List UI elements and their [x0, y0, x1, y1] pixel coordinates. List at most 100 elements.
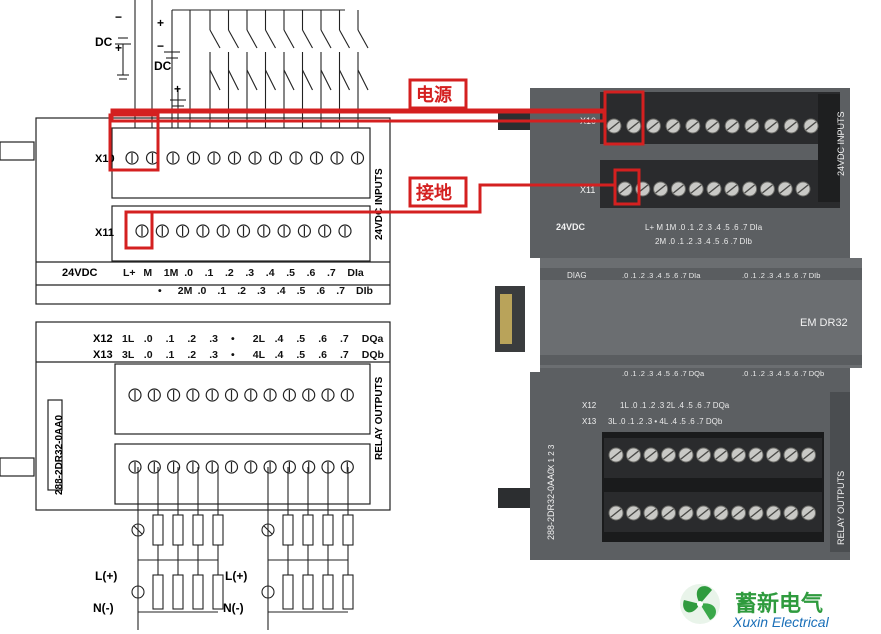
photo-screw-slot	[687, 121, 699, 131]
photo-outputs-label: RELAY OUTPUTS	[836, 471, 846, 545]
terminal-label: .4	[266, 267, 275, 279]
photo-screw-slot	[779, 184, 791, 194]
l-plus-label-1: L(+)	[95, 569, 117, 583]
terminal-label: .5	[286, 267, 295, 279]
n-minus-label-2: N(-)	[223, 601, 244, 615]
photo-screw-slot	[797, 184, 809, 194]
photo-screw-slot	[750, 508, 762, 518]
switch-contact	[209, 29, 221, 49]
load-resistor	[192, 514, 204, 546]
photo-screw-slot	[680, 450, 692, 460]
terminal-label: .2	[187, 333, 196, 345]
terminal-label: L+	[123, 267, 136, 279]
power-leader-band	[110, 108, 606, 123]
photo-x11-label: X11	[580, 185, 595, 195]
terminal-label: •	[231, 349, 235, 361]
power-label-box	[408, 78, 468, 110]
load-resistor	[302, 574, 314, 610]
photo-screw-slot	[663, 508, 674, 518]
switch-contact	[265, 29, 276, 49]
photo-screw-slot	[672, 184, 684, 194]
load-resistor	[212, 514, 224, 546]
switch-contact	[302, 69, 313, 91]
photo-screw-slot	[785, 508, 797, 518]
dc-source-label-top: DC	[95, 35, 113, 49]
photo-screw-slot	[715, 508, 727, 518]
terminal-label: .2	[237, 285, 246, 297]
ground-terminal-box-schematic	[124, 210, 154, 250]
svg-text:−: −	[115, 10, 122, 24]
switch-contact	[357, 29, 369, 49]
photo-inputs-label: 24VDC INPUTS	[836, 111, 846, 176]
photo-input-row1: L+ M 1M .0 .1 .2 .3 .4 .5 .6 .7 DIa	[645, 223, 763, 232]
logo-fan-icon	[680, 584, 720, 624]
photo-screw-slot	[698, 450, 709, 460]
photo-screw-slot	[608, 121, 620, 131]
photo-24vdc-label: 24VDC	[556, 222, 586, 232]
load-resistor	[152, 514, 164, 546]
schematic-drawing	[0, 117, 391, 511]
photo-screw-slot	[803, 450, 814, 460]
dc-source-label-mid: DC	[154, 59, 172, 73]
svg-text:+: +	[174, 82, 181, 96]
photo-screw-slot	[645, 508, 657, 518]
terminal-label: DIa	[347, 267, 364, 279]
photo-screw-slot	[690, 184, 702, 194]
photo-screw-slot	[628, 508, 639, 518]
logo-name-cn: 蓄新电气	[735, 591, 823, 617]
photo-screw-slot	[726, 121, 738, 131]
lower-module-outline	[35, 321, 391, 511]
terminal-label: .0	[144, 333, 153, 345]
photo-input-row2: 2M .0 .1 .2 .3 .4 .5 .6 .7 DIb	[655, 237, 752, 246]
input-terminal-block-upper	[111, 127, 371, 199]
load-resistor	[342, 514, 354, 546]
switch-contact	[320, 69, 332, 91]
photo-screw-slot	[750, 450, 762, 460]
photo-led-row-a: .0 .1 .2 .3 .4 .5 .6 .7 DIa	[622, 271, 701, 280]
terminal-label: .3	[245, 267, 254, 279]
terminal-label: .5	[297, 285, 306, 297]
switch-contact	[246, 29, 258, 49]
terminal-label: .6	[318, 333, 327, 345]
terminal-label: .1	[217, 285, 226, 297]
photo-screw-slot	[667, 121, 679, 131]
input-terminal-block-lower	[111, 205, 371, 262]
n-minus-label-1: N(-)	[93, 601, 114, 615]
schematic-outputs-label: RELAY OUTPUTS	[374, 376, 385, 460]
photo-screw-slot	[733, 508, 744, 518]
power-terminal-box-schematic	[108, 113, 160, 172]
terminal-label: .3	[257, 285, 266, 297]
photo-screw-slot	[647, 121, 659, 131]
svg-text:+: +	[157, 16, 164, 30]
terminal-label: .5	[296, 349, 305, 361]
terminal-label: .2	[225, 267, 234, 279]
terminal-label: .4	[275, 349, 284, 361]
terminal-label: .5	[296, 333, 305, 345]
switch-contact	[228, 29, 239, 49]
terminal-label: .7	[336, 285, 345, 297]
terminal-label: .6	[307, 267, 316, 279]
terminal-label: M	[143, 267, 152, 279]
photo-screw-slot	[761, 184, 773, 194]
load-resistor	[302, 514, 314, 546]
photo-screw-slot	[768, 508, 779, 518]
terminal-label: 1L	[122, 333, 135, 345]
load-indicator-mark	[133, 525, 143, 535]
photo-screw-slot	[645, 450, 657, 460]
terminal-label: .4	[275, 333, 284, 345]
terminal-label: .1	[166, 333, 175, 345]
load-indicator	[131, 585, 145, 599]
load-indicator	[261, 585, 275, 599]
switch-contact	[320, 29, 332, 49]
photo-screw-slot	[707, 121, 718, 131]
photo-screw-slot	[680, 508, 692, 518]
load-indicator	[131, 523, 145, 537]
load-indicator	[261, 523, 275, 537]
load-indicator-mark	[263, 525, 273, 535]
photo-screw-slot	[746, 121, 758, 131]
svg-text:−: −	[157, 39, 164, 53]
